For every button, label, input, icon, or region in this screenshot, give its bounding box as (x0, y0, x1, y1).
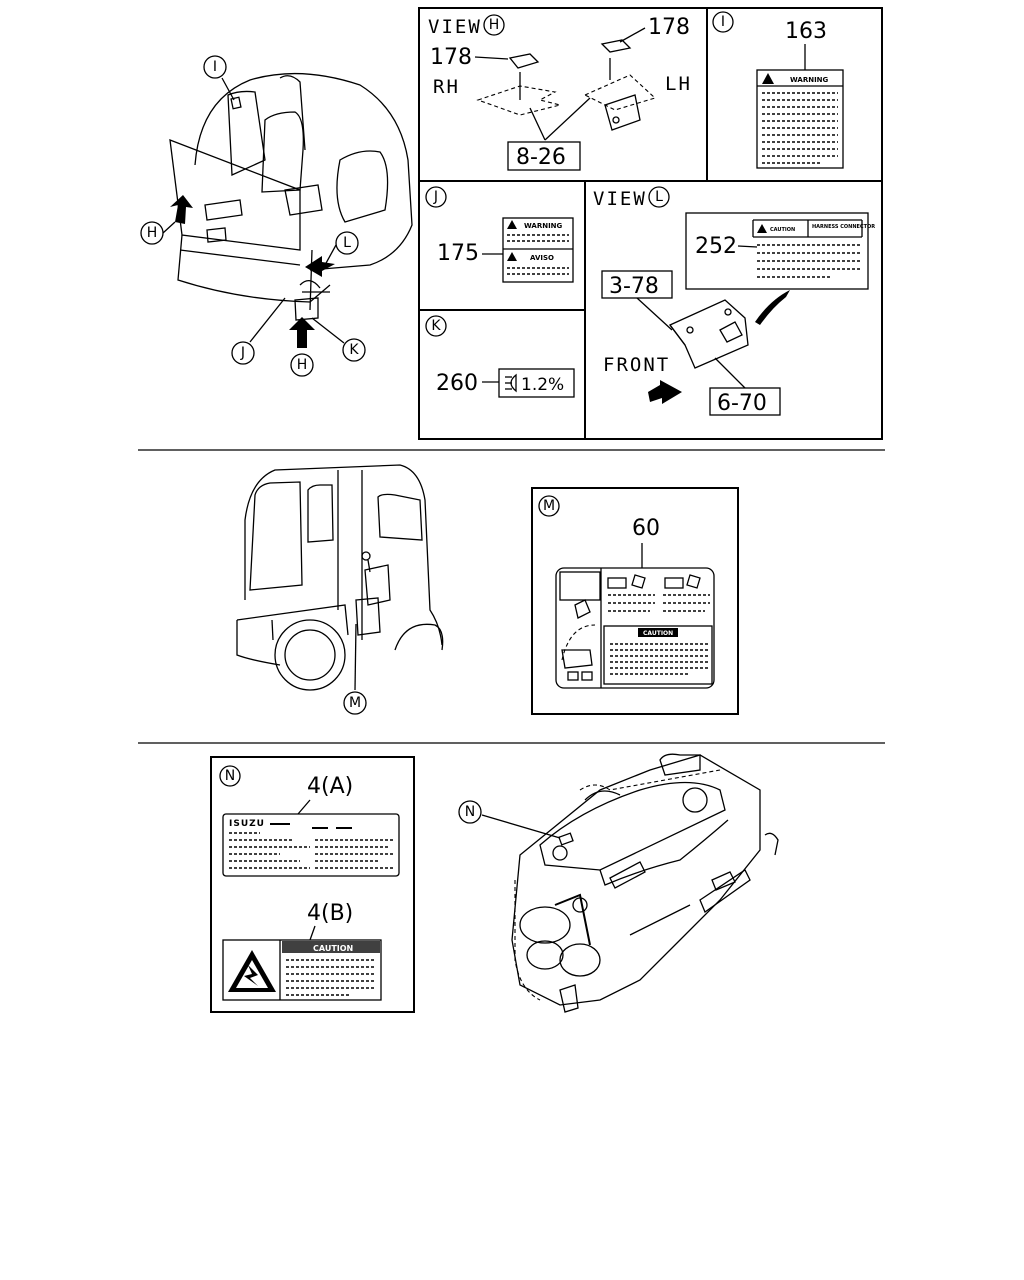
ref-box-8-26: 8-26 (507, 141, 581, 171)
svg-text:H: H (489, 17, 500, 33)
panel-j: J 175 WARNING AVISO (425, 186, 574, 283)
svg-text:K: K (431, 318, 441, 334)
headlamp-aim-label: 1.2% (498, 368, 575, 398)
svg-text:252: 252 (695, 234, 737, 259)
svg-text:LH: LH (665, 73, 692, 95)
svg-text:I: I (213, 59, 217, 75)
svg-text:L: L (343, 235, 351, 251)
svg-text:260: 260 (436, 371, 478, 396)
svg-text:6-70: 6-70 (717, 391, 767, 416)
svg-text:163: 163 (785, 19, 827, 44)
front-arrow-icon (648, 380, 682, 404)
isuzu-label-4a: ISUZU (222, 813, 400, 877)
svg-text:4(B): 4(B) (307, 901, 353, 926)
svg-text:RH: RH (433, 76, 460, 98)
view-l-panel: VIEW L CAUTION HARNESS CONNECTOR 252 3-7… (593, 186, 875, 416)
warning-label-163: WARNING (756, 69, 844, 169)
svg-text:1.2%: 1.2% (521, 375, 564, 395)
panel-m: M 60 CAUTION (531, 487, 739, 715)
svg-text:N: N (225, 768, 235, 784)
detail-grid (418, 7, 883, 440)
warning-triangle-icon (757, 224, 767, 233)
svg-text:M: M (349, 695, 361, 711)
callout-l: L (335, 231, 359, 255)
view-h-panel: VIEW H 178 178 RH LH 8-26 (428, 14, 692, 171)
callout-n-engine: N (458, 800, 482, 824)
warning-triangle-icon (507, 252, 517, 261)
callout-k: K (342, 338, 366, 362)
svg-text:ISUZU: ISUZU (229, 819, 265, 829)
caution-label-4b: CAUTION (222, 939, 382, 1001)
panel-n: N 4(A) ISUZU 4(B) (210, 756, 415, 1013)
warning-triangle-icon (762, 73, 774, 84)
callout-m-exterior: M (343, 691, 367, 715)
svg-text:N: N (465, 804, 475, 820)
svg-text:VIEW: VIEW (593, 188, 647, 210)
svg-text:FRONT: FRONT (603, 354, 670, 376)
cab-interior-illustration: I H L J K H (140, 55, 413, 377)
svg-text:H: H (147, 225, 158, 241)
svg-text:L: L (655, 189, 663, 205)
caution-label-60: CAUTION (555, 567, 715, 689)
svg-text:8-26: 8-26 (516, 145, 566, 170)
svg-text:J: J (433, 189, 438, 205)
svg-text:178: 178 (430, 45, 472, 70)
svg-text:3-78: 3-78 (609, 274, 659, 299)
callout-h-lower: H (290, 353, 314, 377)
svg-text:VIEW: VIEW (428, 16, 482, 38)
svg-text:60: 60 (632, 516, 660, 541)
panel-k: K 260 1.2% (425, 315, 575, 398)
svg-text:4(A): 4(A) (307, 774, 353, 799)
svg-text:AVISO: AVISO (530, 254, 554, 262)
svg-text:H: H (297, 357, 308, 373)
ref-box-6-70: 6-70 (709, 387, 781, 416)
caution-label-252: CAUTION HARNESS CONNECTOR (685, 212, 875, 290)
callout-j: J (231, 341, 255, 365)
callout-i: I (203, 55, 227, 79)
ref-box-3-78: 3-78 (601, 270, 673, 299)
svg-text:J: J (240, 345, 245, 361)
engine-illustration: N (458, 753, 779, 1013)
svg-text:175: 175 (437, 241, 479, 266)
svg-text:WARNING: WARNING (790, 76, 829, 84)
svg-text:CAUTION: CAUTION (643, 630, 673, 637)
svg-text:I: I (721, 14, 725, 30)
warning-label-175: WARNING AVISO (502, 217, 574, 283)
panel-i: I 163 WARNING (712, 11, 844, 169)
svg-text:CAUTION: CAUTION (313, 944, 353, 953)
headlamp-icon (510, 373, 517, 393)
svg-text:WARNING: WARNING (524, 222, 563, 230)
truck-exterior-illustration: M (236, 464, 444, 715)
svg-text:CAUTION: CAUTION (770, 227, 795, 233)
warning-triangle-icon (507, 220, 517, 229)
callout-h-upper: H (140, 221, 164, 245)
svg-text:HARNESS CONNECTOR: HARNESS CONNECTOR (812, 224, 875, 230)
svg-text:K: K (349, 342, 359, 358)
svg-text:M: M (543, 498, 555, 514)
svg-text:178: 178 (648, 15, 690, 40)
